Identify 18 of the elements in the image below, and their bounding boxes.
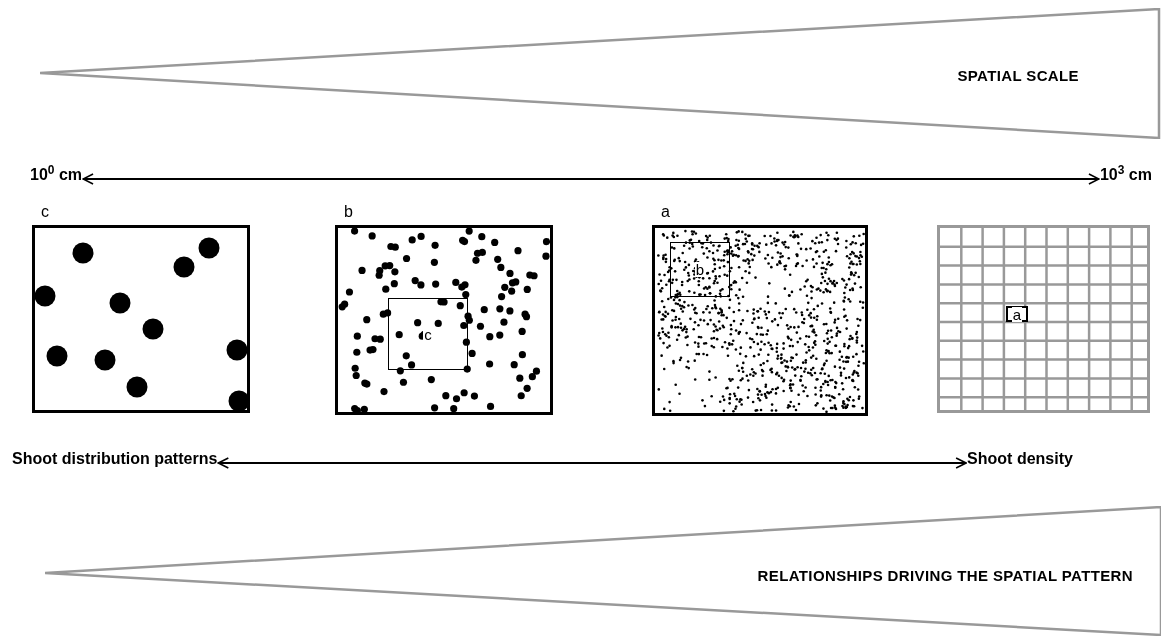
- inset-square: [670, 242, 730, 297]
- wedge-label: SPATIAL SCALE: [957, 66, 1079, 86]
- inset-square: [1006, 306, 1028, 322]
- axis-label: Shoot density: [967, 449, 1073, 469]
- axis-label: Shoot distribution patterns: [12, 449, 218, 469]
- wedge-shape: [45, 506, 1161, 636]
- panel-letter: b: [344, 204, 353, 220]
- wedge-label: RELATIONSHIPS DRIVING THE SPATIAL PATTERN: [757, 566, 1133, 586]
- panel-letter: a: [661, 204, 670, 220]
- scale-label: 10$^{0}$ cm: [30, 163, 83, 185]
- scale-label: 10$^{3}$ cm: [1099, 163, 1152, 185]
- inset-square: [388, 298, 468, 370]
- double-arrow: [82, 173, 1100, 185]
- inset-letter: a: [1011, 306, 1023, 322]
- double-arrow: [217, 457, 967, 469]
- wedge-shape: [40, 8, 1161, 139]
- inset-letter: b: [694, 262, 706, 277]
- panel-letter: c: [41, 204, 49, 220]
